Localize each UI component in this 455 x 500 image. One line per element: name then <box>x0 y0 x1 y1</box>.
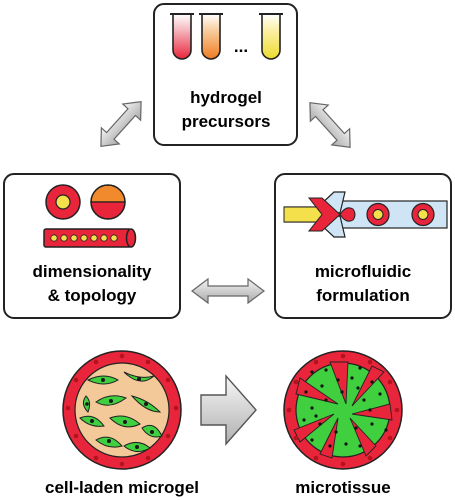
right-arrow-icon <box>200 374 257 446</box>
microfiber-icon <box>43 228 137 248</box>
red-test-tube-icon <box>170 13 194 60</box>
dimensionality-topology-box: dimensionality & topology <box>3 173 181 319</box>
microtissue-caption: microtissue <box>295 478 390 497</box>
hydrogel-label: hydrogel <box>190 88 262 107</box>
dimensionality-label: dimensionality <box>32 262 152 281</box>
microfluidic-channel-icon <box>283 191 448 238</box>
microtissue-icon <box>283 350 403 470</box>
cell-laden-microgel-icon <box>62 350 182 470</box>
topology-label: & topology <box>48 286 137 305</box>
core-shell-droplet-icon <box>411 202 435 227</box>
yellow-test-tube-icon <box>259 13 283 60</box>
orange-test-tube-icon <box>199 13 223 60</box>
ring-microgel-icon <box>45 184 81 220</box>
core-shell-droplet-icon <box>366 202 390 227</box>
precursors-label: precursors <box>182 112 271 131</box>
janus-microgel-icon <box>90 184 126 220</box>
double-arrow-icon <box>191 277 265 305</box>
double-arrow-icon <box>309 102 351 148</box>
formulation-label: formulation <box>316 286 410 305</box>
ellipsis-label: ... <box>234 37 248 56</box>
microfluidic-label: microfluidic <box>315 262 411 281</box>
cell-laden-microgel-caption: cell-laden microgel <box>45 478 199 497</box>
double-arrow-icon <box>100 101 142 147</box>
microfluidic-formulation-box: microfluidic formulation <box>274 173 452 319</box>
hydrogel-precursors-box: ... hydrogel precursors <box>153 3 298 146</box>
